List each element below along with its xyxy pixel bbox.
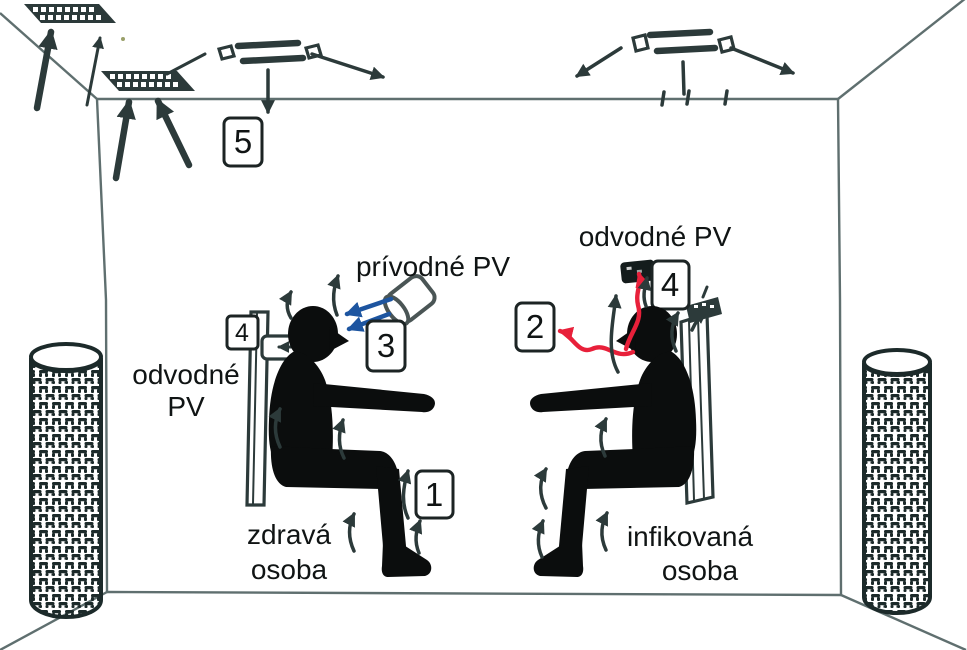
ceiling-diffuser-right bbox=[575, 28, 795, 107]
supply-jet-arrow-1 bbox=[344, 296, 394, 318]
diffuser-throw-arrow-right bbox=[310, 52, 385, 80]
wall-tick bbox=[685, 89, 691, 106]
label-infected-line1: infikovaná bbox=[627, 521, 754, 552]
thermal-plume-arrows bbox=[268, 274, 708, 559]
marker-4-right-label: 4 bbox=[661, 266, 679, 303]
ceiling-exhaust-grille-2 bbox=[101, 71, 195, 91]
wall-tick bbox=[660, 90, 666, 107]
label-healthy-line2: osoba bbox=[251, 554, 328, 585]
diffuser-stem bbox=[681, 60, 686, 96]
ceiling-diffuser-left bbox=[165, 39, 385, 115]
exhalation-path-to-marker-2 bbox=[557, 326, 636, 357]
grille-airflow-arrows bbox=[33, 28, 193, 182]
label-exhaust-pv-left-line1: odvodné bbox=[132, 359, 239, 390]
marker-1-label: 1 bbox=[425, 476, 443, 513]
label-exhaust-pv-right: odvodné PV bbox=[579, 221, 732, 252]
diffuser-throw-arrow-left bbox=[575, 46, 623, 78]
marker-box-4-right: 4 bbox=[650, 259, 691, 311]
marker-box-1: 1 bbox=[414, 469, 455, 520]
marker-box-5: 5 bbox=[222, 116, 264, 168]
marker-box-3: 3 bbox=[365, 319, 407, 373]
supply-nozzle bbox=[382, 274, 437, 326]
diffuser-throw-arrow-right bbox=[729, 46, 795, 76]
wall-tick bbox=[723, 89, 729, 106]
marker-3-label: 3 bbox=[377, 327, 395, 364]
marker-2-label: 2 bbox=[526, 308, 544, 345]
fabric-duct-right bbox=[862, 348, 932, 615]
marker-box-4-left: 4 bbox=[225, 314, 260, 351]
label-supply-pv: prívodné PV bbox=[356, 251, 510, 282]
radiator-tick bbox=[701, 285, 709, 299]
marker-5-label: 5 bbox=[234, 123, 252, 160]
marker-4-left-label: 4 bbox=[235, 319, 249, 347]
speck bbox=[121, 37, 125, 41]
fabric-duct-left bbox=[29, 342, 103, 619]
label-exhaust-pv-left-line2: PV bbox=[167, 391, 205, 422]
diffuser-pointer-line bbox=[165, 52, 207, 76]
label-infected-line2: osoba bbox=[662, 555, 739, 586]
healthy-person-silhouette bbox=[268, 306, 435, 577]
ceiling-exhaust-grille-1 bbox=[24, 4, 116, 23]
label-healthy-line1: zdravá bbox=[247, 519, 331, 550]
marker-box-2: 2 bbox=[514, 301, 556, 353]
